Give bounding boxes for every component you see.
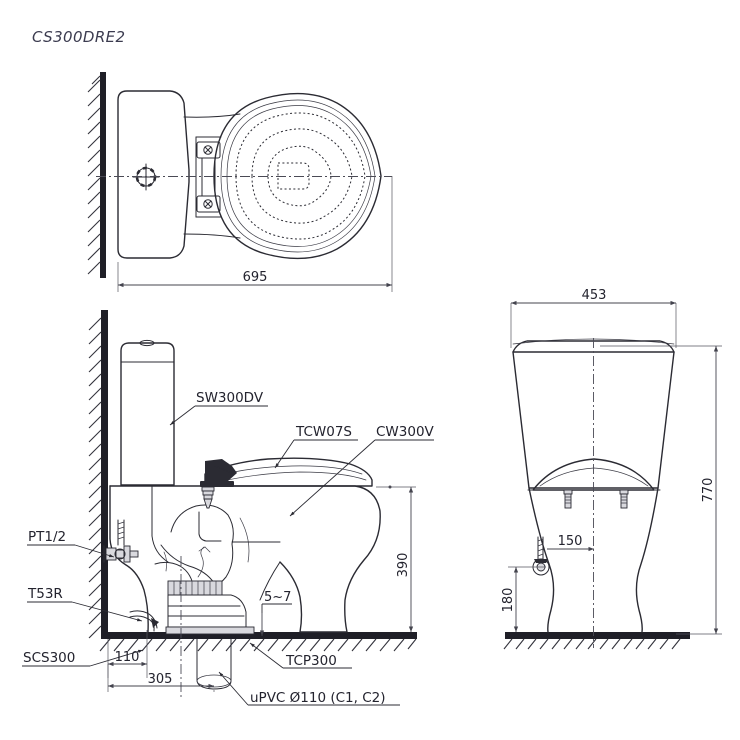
label-angle-valve-text: T53R [27,586,63,602]
dimension-outlet-offset: 150 [547,534,594,552]
top-view-wall [87,72,106,278]
top-view-bowl-rim-dashed [235,112,366,240]
dimension-front-height: 770 [600,345,722,635]
label-bowl: CW300V [289,424,435,517]
dimension-outlet-height-value: 180 [501,588,516,613]
top-view-seat-lid [213,92,382,260]
front-view-seat [527,458,661,491]
top-view-tank [117,90,190,259]
side-view-wall [88,310,108,639]
front-view: 453 770 150 180 [501,288,722,650]
dimension-seat-height-value: 390 [396,553,411,578]
top-view-hinge-assembly [195,136,222,218]
side-view-seat [200,457,373,487]
dimension-wall-to-valve: 110 [107,630,148,678]
top-view-water-surface-dashed [251,128,353,224]
top-view: 695 [87,72,393,292]
side-view-pan-connector [163,546,255,635]
dimension-outlet-offset-value: 150 [558,534,583,549]
dimension-front-height-value: 770 [701,478,716,503]
dimension-top-depth-value: 695 [243,270,268,285]
label-bowl-text: CW300V [376,424,435,440]
label-floor-connector: SCS300 [22,649,144,667]
label-tank-text: SW300DV [196,390,264,406]
label-seat: TCW07S [274,424,358,469]
dimension-floor-gap: 5~7 [259,590,292,636]
top-view-flush-button [132,163,160,191]
label-pan-connector-text: TCP300 [285,653,337,669]
dimension-front-width-value: 453 [582,288,607,303]
top-view-seat-lid-inner [220,99,376,253]
top-view-bowl-shoulder-top [183,113,241,118]
dimension-outlet-height: 180 [501,566,546,632]
dimension-front-width: 453 [510,288,677,348]
dimension-floor-gap-value: 5~7 [264,590,291,605]
side-view-tank [120,339,175,486]
label-tank: SW300DV [169,390,268,426]
page-title: CS300DRE2 [32,28,126,46]
side-view-drain-pipe [196,638,232,690]
front-view-angle-valve [532,536,550,576]
side-view-floor [99,632,417,652]
label-seat-text: TCW07S [295,424,352,440]
label-drain-pipe: uPVC Ø110 (C1, C2) [218,671,400,706]
label-supply-thread-text: PT1/2 [28,529,66,545]
dimension-wall-to-outlet-value: 305 [148,672,173,687]
front-view-bowl [528,487,555,633]
dimension-wall-to-valve-value: 110 [115,650,140,665]
side-view-flush-valve [201,486,215,509]
label-angle-valve: T53R [27,586,143,622]
front-view-seat-bolts [563,489,629,509]
dimension-seat-height: 390 [376,486,416,632]
label-floor-connector-text: SCS300 [23,650,75,666]
side-view-supply-line [117,519,125,546]
top-view-sump-dashed [267,145,332,207]
side-view: SW300DV TCW07S CW300V PT1/2 T53R [22,310,435,706]
front-view-floor [503,632,690,650]
side-view-angle-valve [103,545,139,563]
dimension-top-depth: 695 [117,176,393,292]
dimension-wall-to-outlet: 305 [107,664,215,692]
front-view-bowl-right [635,487,659,633]
label-drain-pipe-text: uPVC Ø110 (C1, C2) [250,690,385,706]
side-view-floor-connector [129,610,159,632]
top-view-outlet-dashed [277,162,310,190]
top-view-seat-lid-inner2 [226,105,372,247]
label-supply-thread: PT1/2 [27,529,115,558]
label-pan-connector: TCP300 [249,642,352,669]
